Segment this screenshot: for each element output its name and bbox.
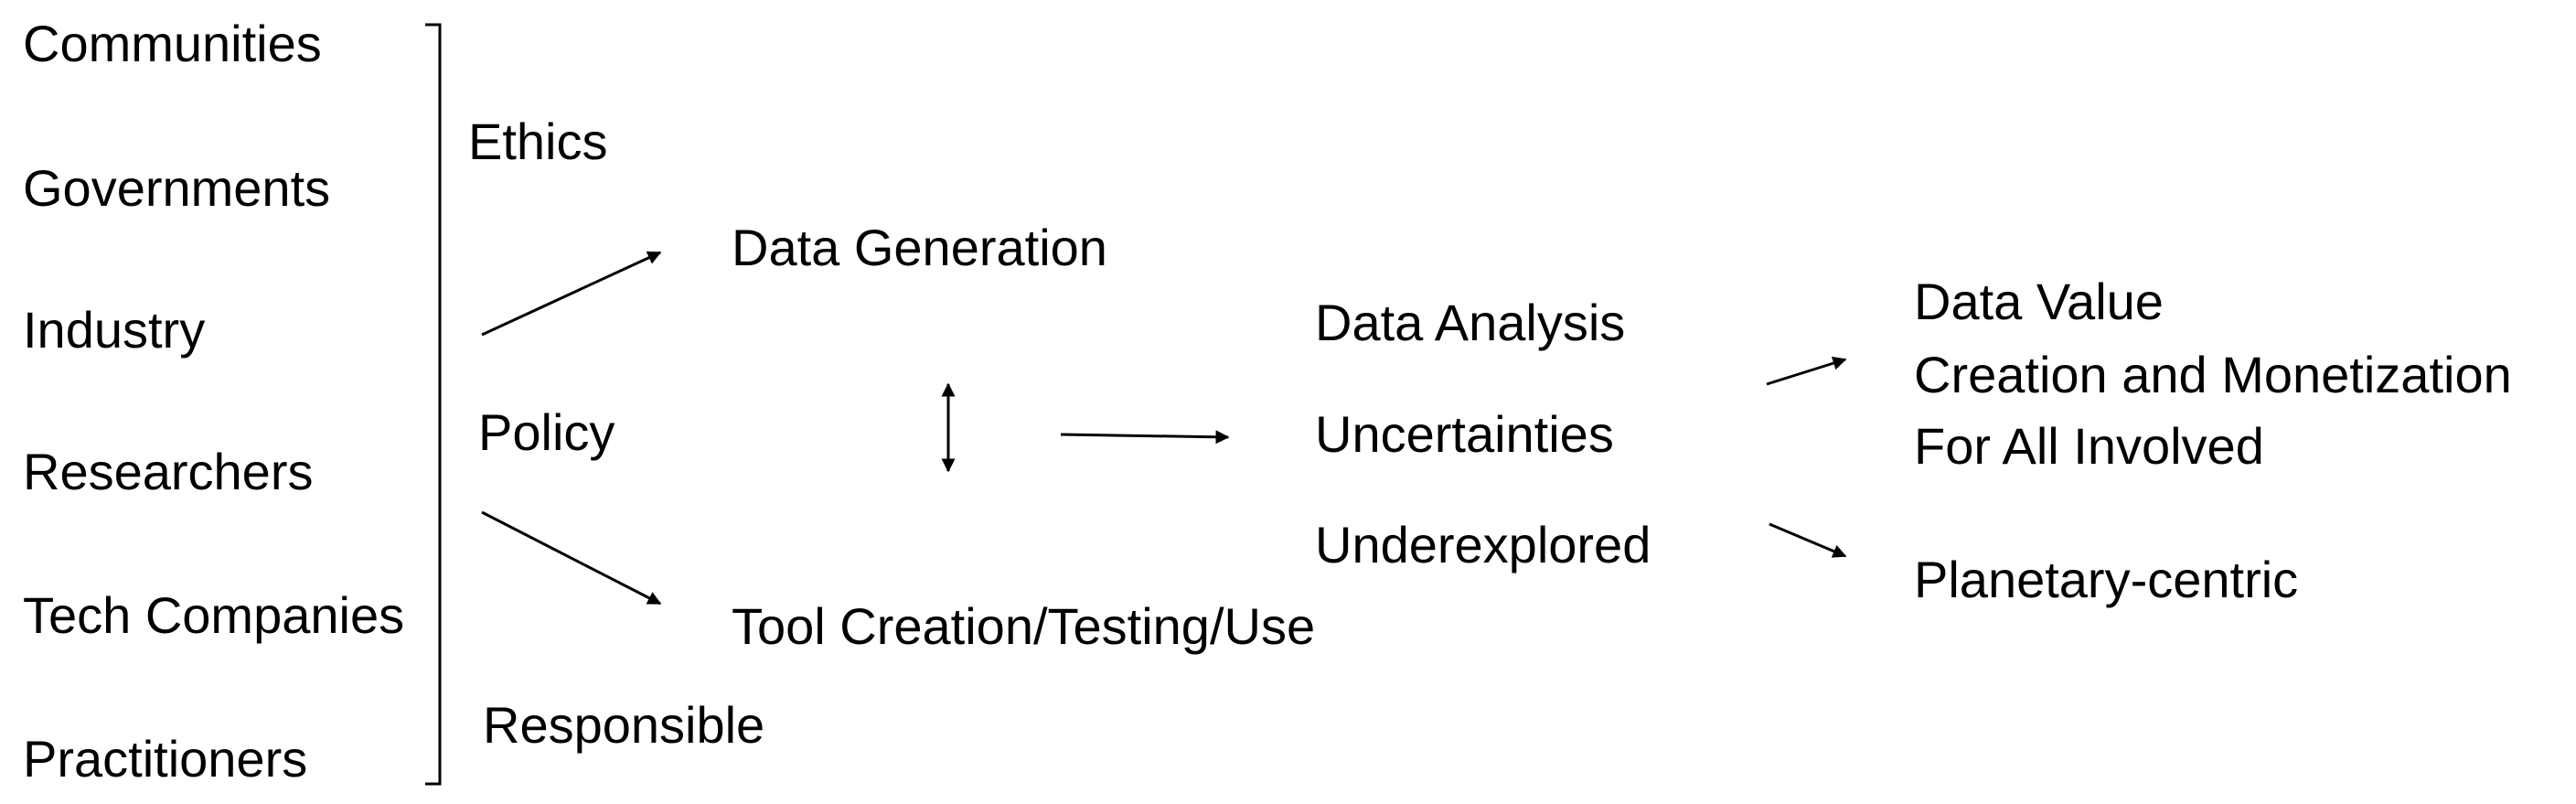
arrow-to-analysis [1060,430,1230,445]
outcome-data-value-line: Creation and Monetization [1914,346,2512,403]
principle-ethics: Ethics [468,113,608,170]
analysis-data-analysis: Data Analysis [1315,294,1626,351]
arrow-to-tool-creation [481,510,662,606]
principle-responsible: Responsible [483,696,765,754]
arrow-to-planetary-centric [1769,522,1847,558]
analysis-uncertainties: Uncertainties [1315,405,1614,463]
arrow-to-data-generation [481,251,662,337]
stakeholder-practitioners: Practitioners [23,730,308,788]
activity-tool-creation: Tool Creation/Testing/Use [732,597,1316,655]
stakeholder-bracket [425,23,442,786]
stakeholder-researchers: Researchers [23,443,314,500]
outcome-planetary-centric: Planetary-centric [1914,551,2299,608]
activity-data-generation: Data Generation [732,219,1107,276]
stakeholder-industry: Industry [23,301,206,359]
stakeholder-communities: Communities [23,15,322,72]
stakeholder-governments: Governments [23,159,331,217]
stakeholder-tech-companies: Tech Companies [23,586,405,644]
principle-policy: Policy [478,403,615,461]
analysis-underexplored: Underexplored [1315,516,1651,574]
outcome-data-value-line: For All Involved [1914,417,2264,475]
outcome-data-value-line: Data Value [1914,273,2164,330]
arrow-to-data-value [1766,356,1847,386]
